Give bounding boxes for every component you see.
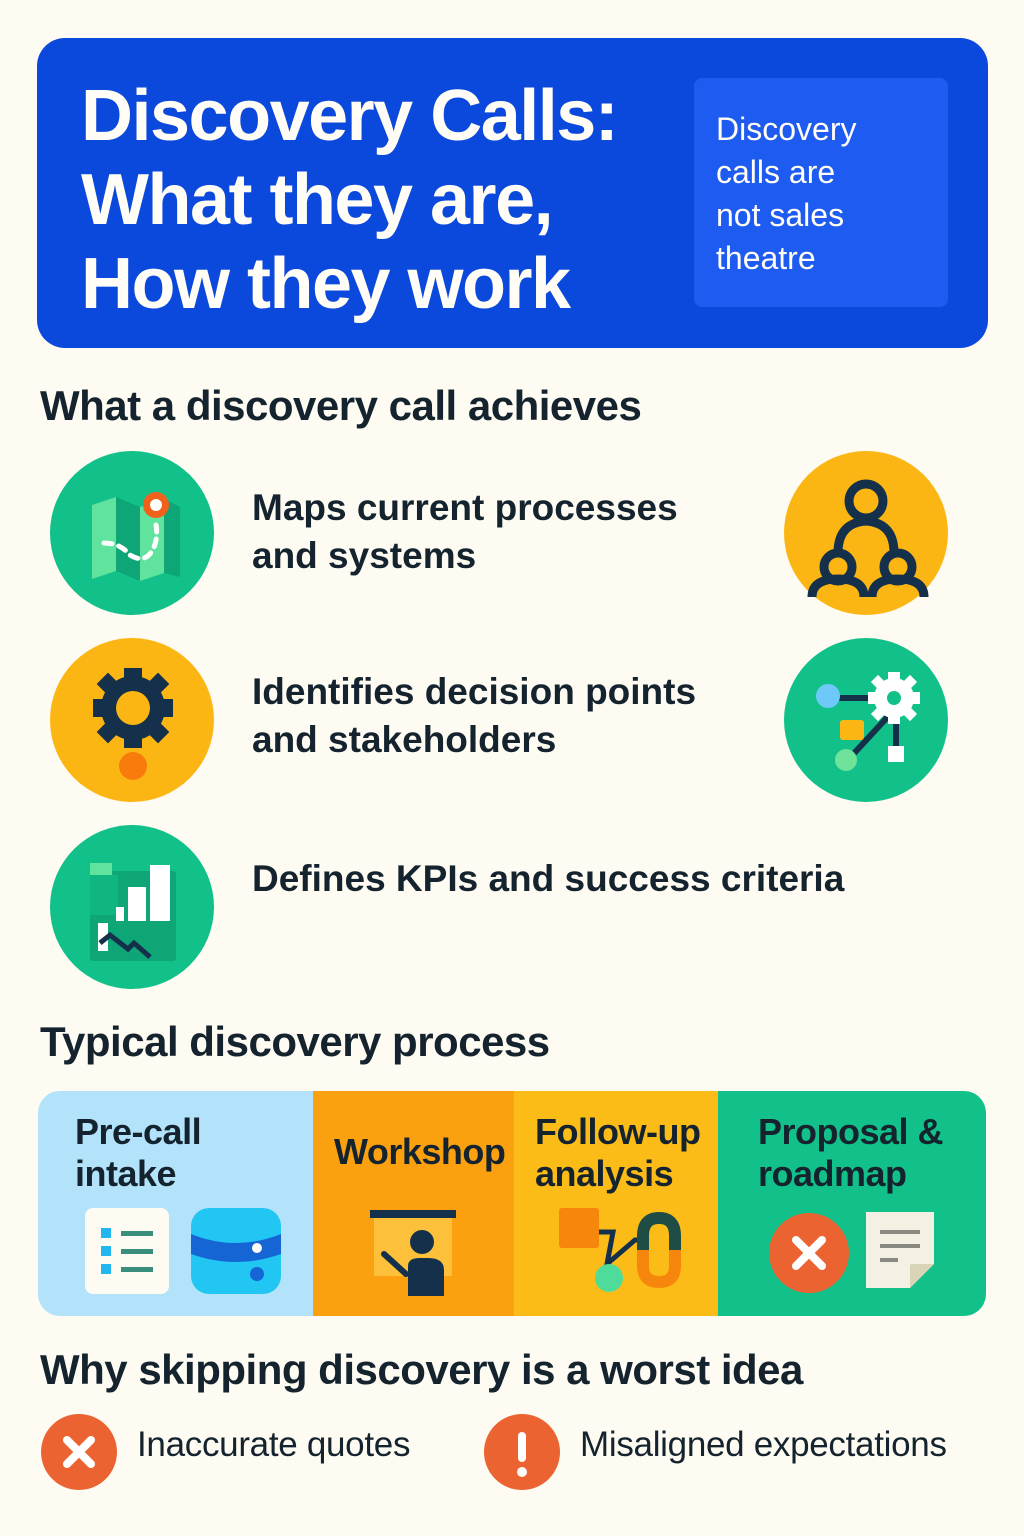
achieve-line: Maps current processes (252, 487, 678, 528)
achieve-line: Defines KPIs and success criteria (252, 858, 845, 899)
process-step-pre-call-intake: Pre-call intake (38, 1091, 313, 1316)
process-step-proposal-roadmap: Proposal & roadmap (718, 1091, 986, 1316)
step-label-line: analysis (535, 1153, 674, 1194)
title-line: What they are, (81, 160, 554, 240)
process-timeline: Pre-call intake Workshop (38, 1091, 986, 1316)
exclamation-icon (484, 1414, 560, 1490)
achieve-line: Identifies decision points (252, 671, 697, 712)
step-label-line: Pre-call (75, 1111, 202, 1152)
process-step-workshop: Workshop (313, 1091, 514, 1316)
achieve-line: and stakeholders (252, 719, 557, 760)
flow-link-icon (559, 1208, 681, 1292)
risk-label: Misaligned expectations (580, 1425, 947, 1464)
title-line: Discovery Calls: (81, 76, 619, 156)
callout-line: calls are (716, 154, 836, 190)
step-label-line: roadmap (758, 1153, 907, 1194)
callout-line: not sales (716, 197, 845, 233)
document-icon (866, 1212, 934, 1288)
header-callout: Discovery calls are not sales theatre (694, 78, 948, 307)
callout-line: Discovery (716, 111, 857, 147)
cross-circle-icon (769, 1213, 849, 1293)
risk-label: Inaccurate quotes (137, 1425, 411, 1464)
presenter-icon (370, 1210, 456, 1296)
process-step-follow-up-analysis: Follow-up analysis (514, 1091, 718, 1316)
checklist-icon (85, 1208, 169, 1294)
risk-item-inaccurate-quotes: Inaccurate quotes (41, 1414, 410, 1490)
step-label: Follow-up analysis (535, 1111, 701, 1195)
step-label: Workshop (334, 1131, 506, 1173)
step-label: Pre-call intake (75, 1111, 202, 1195)
step-label-line: Proposal & (758, 1111, 944, 1152)
bar-chart-icon (50, 825, 214, 989)
step-label: Proposal & roadmap (758, 1111, 944, 1195)
gear-icon (50, 638, 214, 802)
database-icon (191, 1208, 281, 1294)
step-label-line: Follow-up (535, 1111, 701, 1152)
callout-line: theatre (716, 240, 816, 276)
step-label-line: intake (75, 1153, 177, 1194)
cross-icon (41, 1414, 117, 1490)
page-title: Discovery Calls: What they are, How they… (81, 74, 701, 326)
achieve-item-text: Maps current processes and systems (252, 484, 678, 580)
folded-map-icon (50, 451, 214, 615)
risk-item-misaligned-expectations: Misaligned expectations (484, 1414, 947, 1490)
achieve-item-text: Identifies decision points and stakehold… (252, 668, 696, 764)
achieve-item-text: Defines KPIs and success criteria (252, 855, 844, 903)
workflow-gear-icon (784, 638, 948, 802)
header-banner: Discovery Calls: What they are, How they… (37, 38, 988, 348)
title-line: How they work (81, 244, 571, 324)
section-title-why: Why skipping discovery is a worst idea (40, 1346, 803, 1393)
section-title-achieves: What a discovery call achieves (40, 382, 642, 429)
step-label-line: Workshop (334, 1131, 506, 1172)
achieve-line: and systems (252, 535, 477, 576)
people-hierarchy-icon (784, 451, 948, 615)
section-title-process: Typical discovery process (40, 1018, 550, 1065)
